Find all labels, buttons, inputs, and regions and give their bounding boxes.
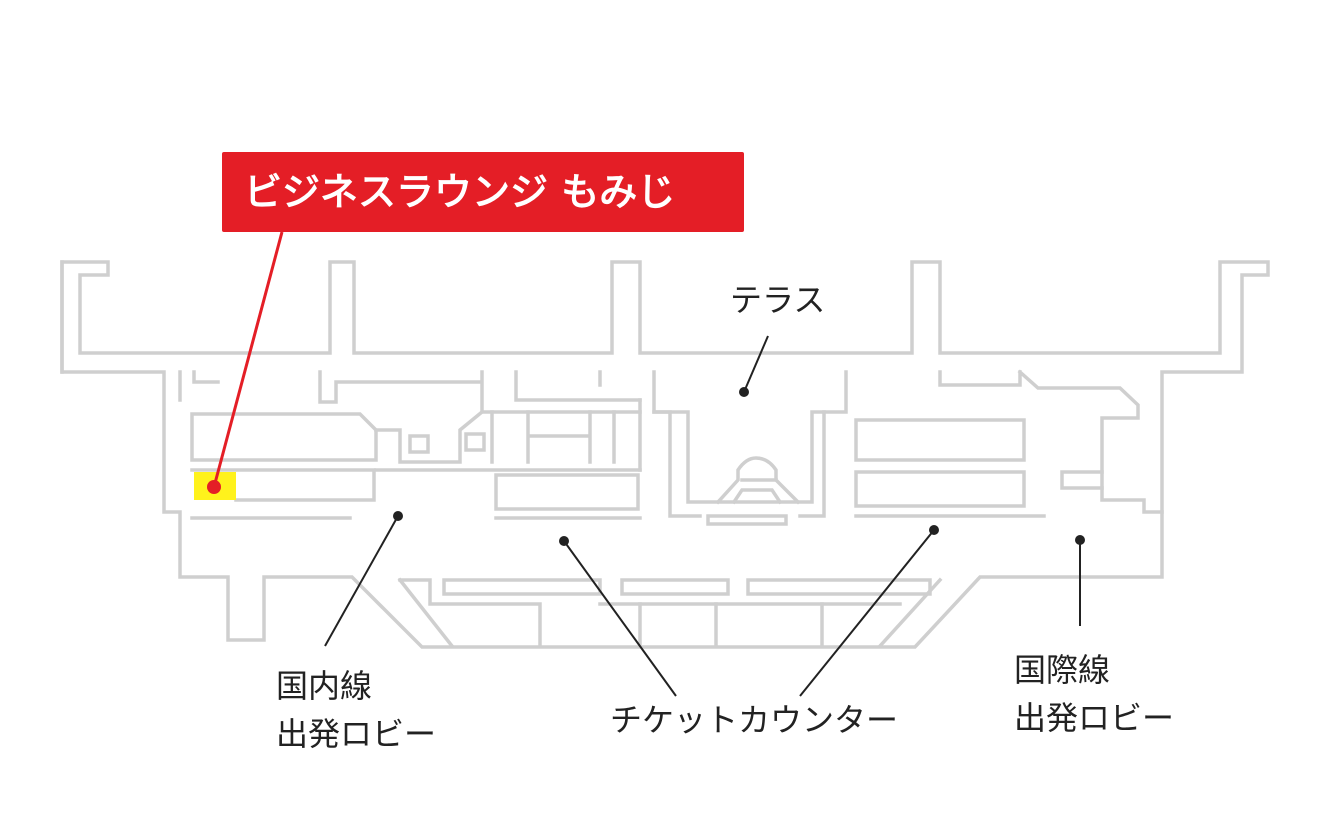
label-terrace: テラス — [730, 281, 826, 319]
label-domestic-line1: 国内線 — [276, 667, 373, 705]
label-international-line1: 国際線 — [1014, 651, 1111, 689]
label-domestic-departure: 国内線 出発ロビー — [276, 662, 436, 758]
leader-domestic — [324, 511, 403, 647]
label-ticket-counter: チケットカウンター — [610, 701, 899, 739]
leader-terrace — [739, 335, 769, 397]
building-walls — [60, 260, 1270, 649]
leader-ticket-right — [799, 525, 939, 697]
lounge-callout[interactable]: ビジネスラウンジ もみじ — [222, 152, 744, 232]
label-domestic-line2: 出発ロビー — [276, 715, 437, 753]
callout-pointer — [212, 231, 284, 488]
leader-ticket — [559, 536, 677, 697]
label-international-line2: 出発ロビー — [1014, 699, 1175, 737]
leader-international — [1075, 535, 1085, 626]
label-international-departure: 国際線 出発ロビー — [1014, 646, 1174, 742]
